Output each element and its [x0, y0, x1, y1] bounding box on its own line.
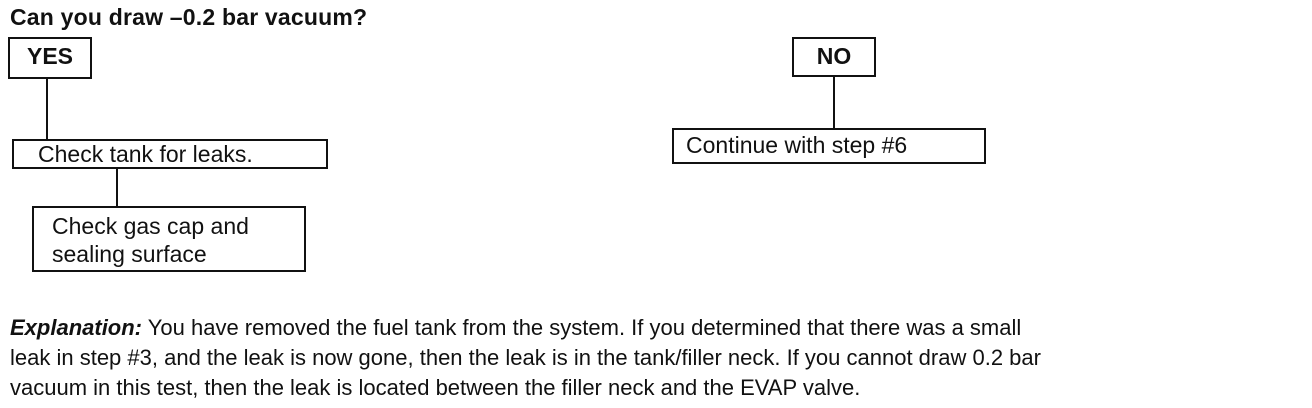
check-tank-label: Check tank for leaks. — [38, 141, 253, 167]
explanation-line-3: vacuum in this test, then the leak is lo… — [10, 375, 861, 400]
yes-label: YES — [26, 43, 74, 69]
check-tank-box: Check tank for leaks. — [12, 139, 328, 169]
question-heading: Can you draw –0.2 bar vacuum? — [10, 4, 368, 30]
no-label: NO — [816, 43, 852, 69]
no-connector — [833, 77, 835, 129]
check-gas-cap-label: Check gas cap and sealing surface — [52, 213, 249, 267]
tank-to-cap-connector — [116, 169, 118, 207]
continue-step-label: Continue with step #6 — [686, 132, 908, 158]
yes-connector — [46, 79, 48, 140]
explanation-line-1: Explanation: You have removed the fuel t… — [10, 313, 1306, 343]
check-gas-cap-box: Check gas cap and sealing surface — [32, 206, 306, 272]
explanation-paragraph: Explanation: You have removed the fuel t… — [10, 313, 1306, 403]
yes-box: YES — [8, 37, 92, 79]
no-box: NO — [792, 37, 876, 77]
explanation-text-1: You have removed the fuel tank from the … — [147, 315, 1022, 340]
continue-step-box: Continue with step #6 — [672, 128, 986, 164]
explanation-lead: Explanation: — [10, 315, 143, 340]
explanation-line-2: leak in step #3, and the leak is now gon… — [10, 345, 1041, 370]
